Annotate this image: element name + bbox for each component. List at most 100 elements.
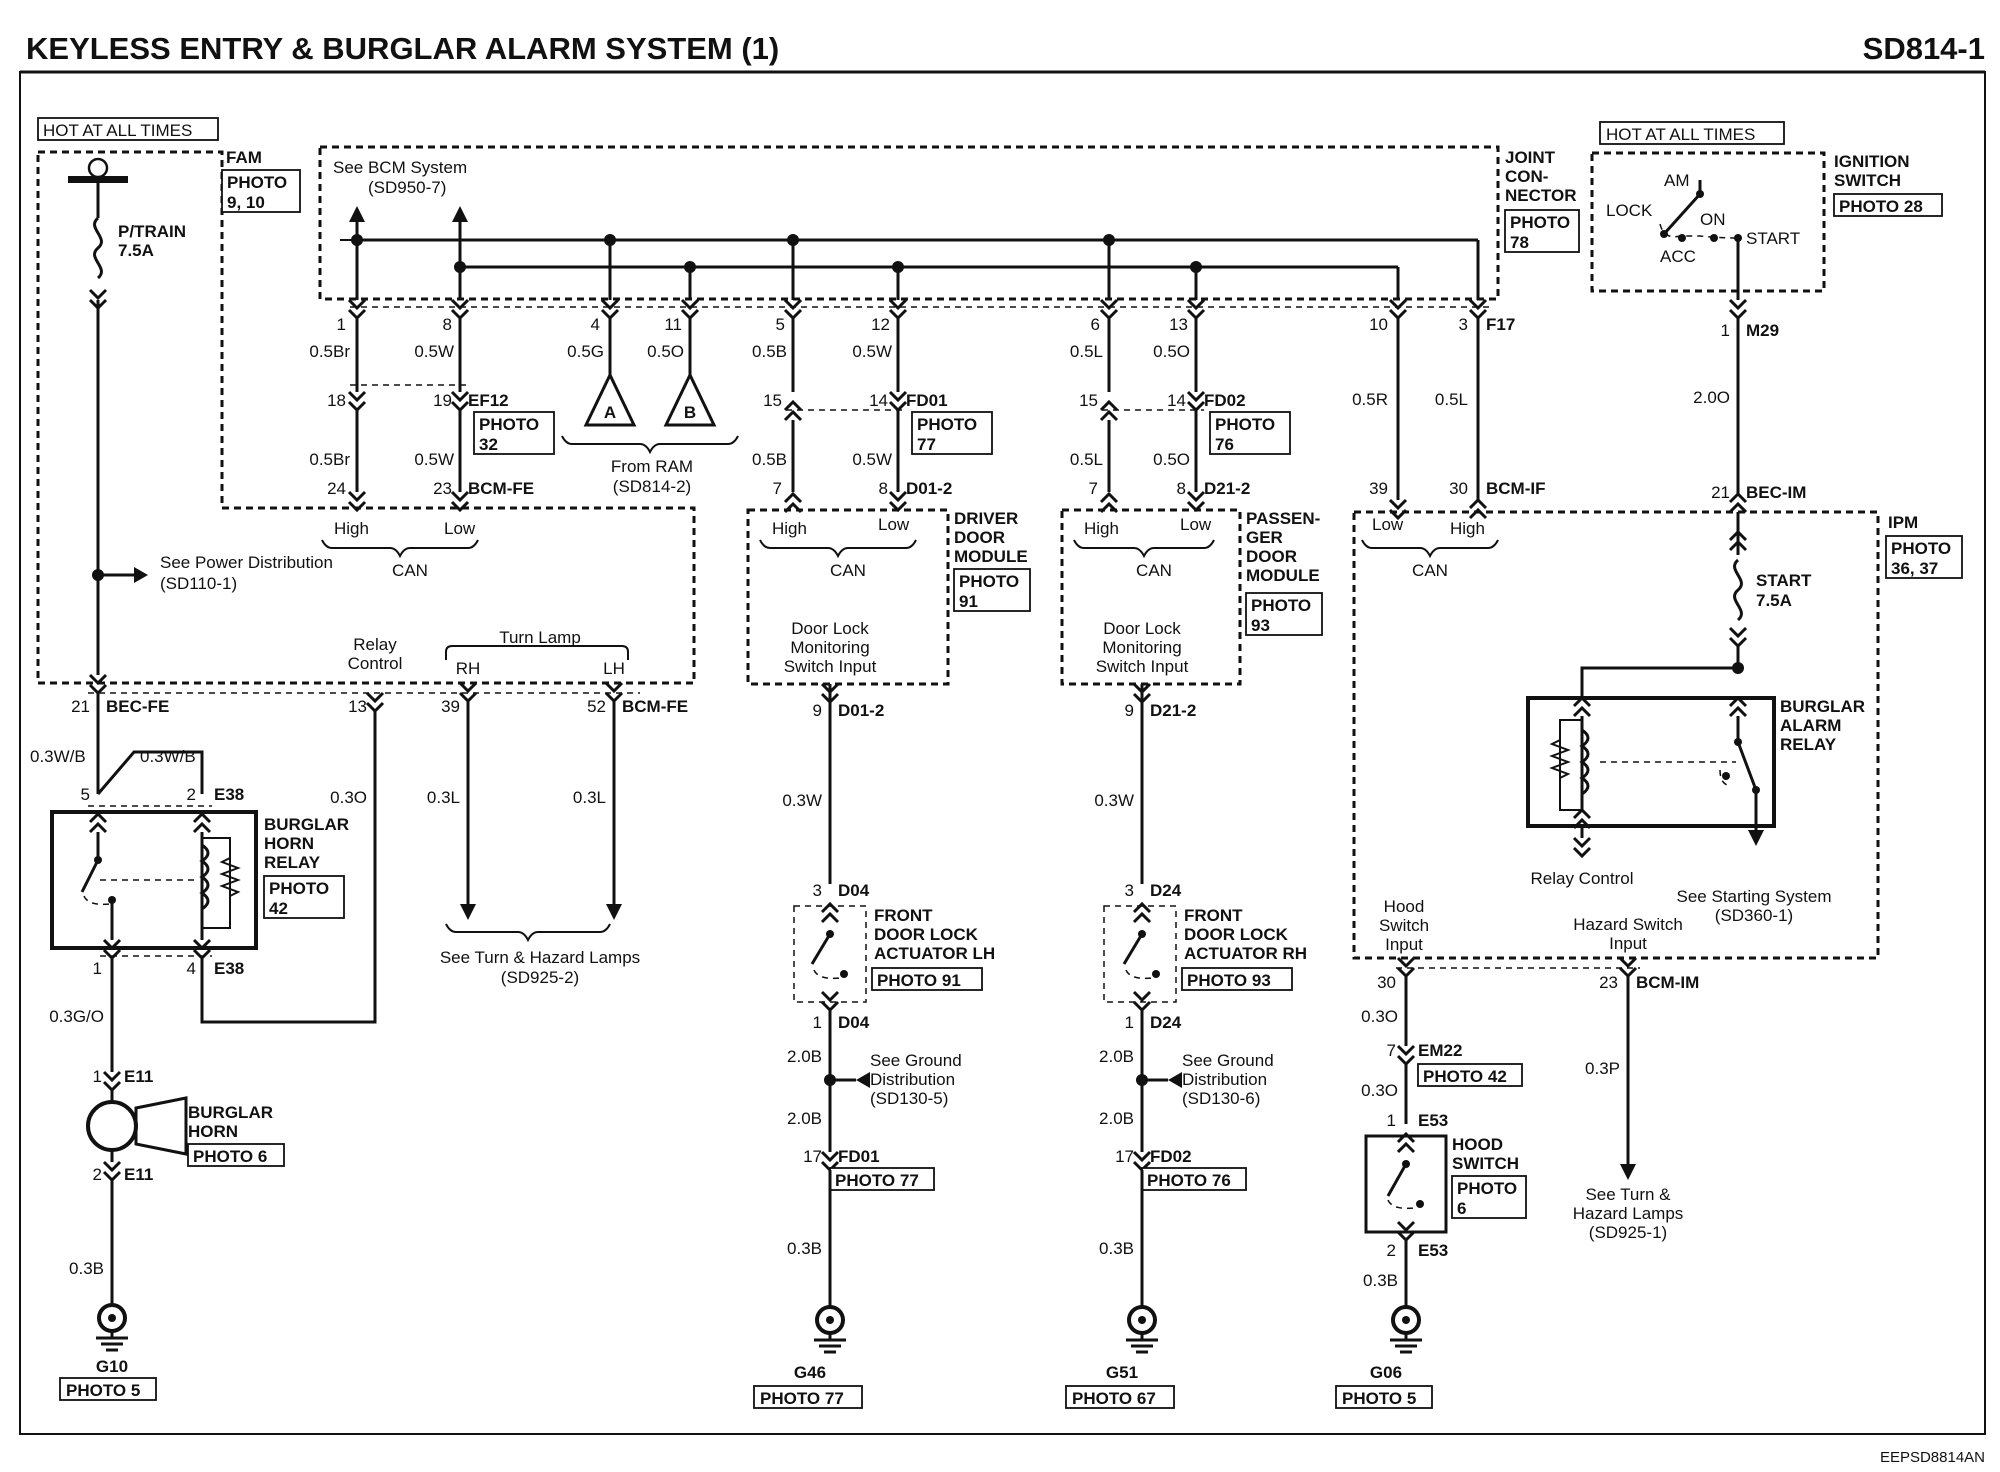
pin-label: 11 xyxy=(664,315,682,334)
ignition-position-arc xyxy=(1659,223,1741,239)
see-starting-label: See Starting System xyxy=(1677,887,1832,906)
from-ram-ref: (SD814-2) xyxy=(613,477,691,496)
fdl-rh-label-3: ACTUATOR RH xyxy=(1184,944,1307,963)
can-low-label: Low xyxy=(878,515,910,534)
bhr-label-3: RELAY xyxy=(264,853,321,872)
pin-label: 5 xyxy=(776,315,785,334)
connector-e53: E53 xyxy=(1418,1111,1448,1130)
turn-lamp-label: Turn Lamp xyxy=(499,628,581,647)
wire-relay-control xyxy=(200,711,377,1024)
see-turn2-label-2: Hazard Lamps xyxy=(1573,1204,1684,1223)
connector-arrow-icon xyxy=(102,1160,122,1183)
door-lock-switch-blade xyxy=(810,933,832,965)
hood-photo: PHOTO xyxy=(1457,1179,1517,1198)
connector-ef12: EF12 xyxy=(468,391,509,410)
see-turn-label: See Turn & Hazard Lamps xyxy=(440,948,640,967)
front-door-lock-rh-box xyxy=(1103,905,1177,1003)
bhr-label-1: BURGLAR xyxy=(264,815,349,834)
connector-arrow-icon xyxy=(1396,956,1416,979)
wire-label: 0.5G xyxy=(567,342,604,361)
door-lock-label-1: Door Lock xyxy=(791,619,869,638)
ipm-photo: PHOTO xyxy=(1891,539,1951,558)
connector-a-icon xyxy=(583,371,637,427)
connector-arrow-icon xyxy=(1572,836,1592,859)
front-door-lock-lh-box xyxy=(793,905,867,1003)
diagram-frame xyxy=(19,71,1986,1435)
pin-label: 24 xyxy=(327,479,346,498)
hot-label-left: HOT AT ALL TIMES xyxy=(43,121,192,140)
pin-label: 30 xyxy=(1449,479,1468,498)
fdl-lh-photo: PHOTO 91 xyxy=(877,971,961,990)
fd02-photo-num: 76 xyxy=(1215,435,1234,454)
pin-label: 3 xyxy=(813,881,822,900)
can-low-label: Low xyxy=(444,519,476,538)
pin-label: 3 xyxy=(1125,881,1134,900)
fam-photo-box xyxy=(221,169,301,213)
switch-contact-icon xyxy=(1416,1200,1424,1208)
pin-label: 1 xyxy=(813,1013,822,1032)
diagram-code: SD814-1 xyxy=(1863,31,1985,66)
pin-label: 2 xyxy=(1387,1241,1396,1260)
turn-lamp-brace xyxy=(445,645,629,660)
connector-bcm-fe: BCM-FE xyxy=(468,479,534,498)
connector-e38: E38 xyxy=(214,785,244,804)
wire-label: 0.5B xyxy=(752,450,787,469)
wire-label: 0.5B xyxy=(752,342,787,361)
connector-arrow-icon xyxy=(1728,695,1748,718)
power-bus-bar xyxy=(68,176,128,183)
ignition-photo: PHOTO 28 xyxy=(1839,197,1923,216)
wire-label: 0.5W xyxy=(414,450,454,469)
fdl-rh-label-1: FRONT xyxy=(1184,906,1243,925)
pin-label: 2 xyxy=(93,1165,102,1184)
arrow-down-icon xyxy=(1620,1164,1636,1180)
wire-label: 0.5W xyxy=(852,450,892,469)
ipm-outline xyxy=(1352,510,1880,960)
pin-label: 3 xyxy=(1459,315,1468,334)
can-label: CAN xyxy=(830,561,866,580)
pin-label: 1 xyxy=(1721,321,1730,340)
wire-label: 0.5L xyxy=(1070,342,1103,361)
switch-contact-icon xyxy=(1710,234,1718,242)
connector-row-2 xyxy=(347,384,1206,422)
pin-label: 39 xyxy=(1369,479,1388,498)
ipm-photo-num: 36, 37 xyxy=(1891,559,1938,578)
connector-arrow-icon xyxy=(1132,990,1152,1013)
connector-b-icon xyxy=(663,371,717,427)
see-power-label: See Power Distribution xyxy=(160,553,333,572)
passenger-module-label-4: MODULE xyxy=(1246,566,1320,585)
wire-label: 0.3B xyxy=(787,1239,822,1258)
ignition-label-1: IGNITION xyxy=(1834,152,1910,171)
relay-switch-blade xyxy=(1736,741,1758,791)
pin-label: 21 xyxy=(71,697,90,716)
relay-coil-icon xyxy=(1579,728,1590,796)
pin-label: 17 xyxy=(803,1147,822,1166)
fd02-photo-box xyxy=(1209,411,1291,455)
ignition-photo-box xyxy=(1833,193,1943,217)
ef12-photo-num: 32 xyxy=(479,435,498,454)
connector-arrow-icon xyxy=(1618,956,1638,979)
can-brace xyxy=(321,539,479,559)
wire-label: 0.5O xyxy=(1153,342,1190,361)
door-lock-label-3: Switch Input xyxy=(784,657,877,676)
horn-relay-switch-blade xyxy=(80,859,100,893)
joint-label-1: JOINT xyxy=(1505,148,1556,167)
pin-label: 5 xyxy=(81,785,90,804)
connector-arrow-icon xyxy=(1728,491,1748,514)
ef12-photo: PHOTO xyxy=(479,415,539,434)
wire-label: 0.5R xyxy=(1352,390,1388,409)
pin-label: 12 xyxy=(871,315,890,334)
fuse-start-amp: 7.5A xyxy=(1756,591,1792,610)
connector-d01-2-b: D01-2 xyxy=(838,701,884,720)
fdl-rh-label-2: DOOR LOCK xyxy=(1184,925,1289,944)
ignition-label-2: SWITCH xyxy=(1834,171,1901,190)
wire-label: 2.0O xyxy=(1693,388,1730,407)
connector-fd02: FD02 xyxy=(1204,391,1246,410)
driver-module-label-1: DRIVER xyxy=(954,509,1018,528)
pin-label: 4 xyxy=(591,315,600,334)
hood-photo-num: 6 xyxy=(1457,1199,1466,1218)
can-label: CAN xyxy=(1136,561,1172,580)
hood-input-label-2: Switch xyxy=(1379,916,1429,935)
passenger-module-photo-box xyxy=(1245,592,1323,636)
connector-b-label: B xyxy=(684,403,696,422)
